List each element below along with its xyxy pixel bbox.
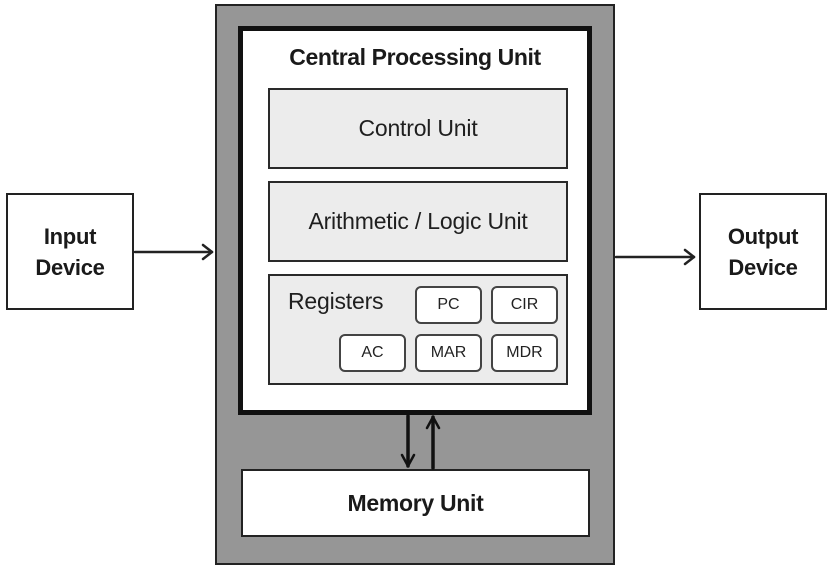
output-device-label-line2: Device	[728, 254, 798, 280]
input-device-box: Input Device	[6, 193, 134, 310]
alu-box: Arithmetic / Logic Unit	[268, 181, 568, 262]
register-ac: AC	[339, 334, 406, 372]
control-unit-label: Control Unit	[358, 115, 478, 141]
registers-label: Registers	[288, 288, 384, 314]
output-device-box: Output Device	[699, 193, 827, 310]
input-device-label: Input Device	[35, 221, 104, 283]
memory-unit-label: Memory Unit	[347, 489, 484, 516]
register-pc: PC	[415, 286, 482, 324]
memory-unit-box: Memory Unit	[241, 469, 590, 537]
register-mar: MAR	[415, 334, 482, 372]
output-device-label-line1: Output	[727, 223, 799, 249]
alu-label: Arithmetic / Logic Unit	[308, 208, 528, 234]
cpu-title: Central Processing Unit	[289, 44, 541, 70]
output-device-label: Output Device	[727, 221, 799, 283]
input-device-label-line1: Input	[43, 223, 97, 249]
cpu-to-memory-arrowhead	[400, 453, 416, 468]
memory-to-cpu-arrowhead	[425, 415, 441, 430]
control-unit-box: Control Unit	[268, 88, 568, 169]
register-cir: CIR	[491, 286, 558, 324]
cpu-to-output-arrowhead	[683, 248, 696, 266]
register-mdr: MDR	[491, 334, 558, 372]
input-to-cpu-arrowhead	[201, 243, 214, 261]
input-device-label-line2: Device	[35, 254, 105, 280]
